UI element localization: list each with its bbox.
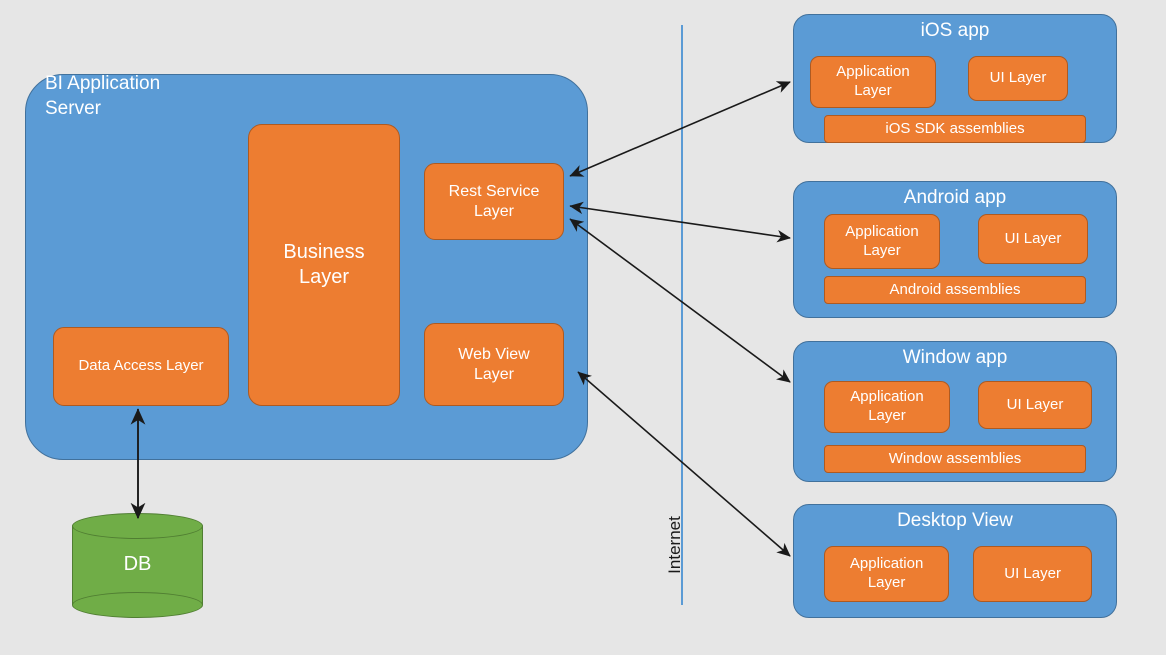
desktop-application-layer[interactable]: Application Layer bbox=[824, 546, 950, 602]
ios-app-title: iOS app bbox=[920, 20, 990, 41]
rest-service-layer-box[interactable]: Rest Service Layer bbox=[424, 163, 564, 240]
ios-ui-layer[interactable]: UI Layer bbox=[968, 56, 1068, 101]
desktop-view-title: Desktop View bbox=[897, 510, 1013, 531]
web-view-layer-box[interactable]: Web View Layer bbox=[424, 323, 564, 406]
android-app-title: Android app bbox=[903, 187, 1007, 208]
database-cylinder-bottom-ellipse bbox=[72, 592, 203, 618]
data-access-layer-box[interactable]: Data Access Layer bbox=[53, 327, 229, 406]
ios-application-layer[interactable]: Application Layer bbox=[810, 56, 936, 108]
ios-app-layer-row: Application Layer UI Layer bbox=[810, 56, 1092, 108]
window-assemblies[interactable]: Window assemblies bbox=[824, 445, 1086, 473]
arrow-rest-service-to-android bbox=[569, 201, 791, 243]
android-assemblies[interactable]: Android assemblies bbox=[824, 276, 1086, 304]
bi-application-server-title: BI Application Server bbox=[45, 73, 161, 119]
desktop-view-layer-row: Application Layer UI Layer bbox=[824, 546, 1092, 602]
window-app-layer-row: Application Layer UI Layer bbox=[824, 381, 1092, 433]
android-app-layer-row: Application Layer UI Layer bbox=[824, 214, 1092, 269]
arrow-rest-service-to-ios bbox=[569, 81, 791, 177]
window-app-title: Window app bbox=[902, 347, 1008, 368]
database-cylinder-top-ellipse bbox=[72, 513, 203, 539]
ios-app-panel[interactable]: iOS app Application Layer UI Layer iOS S… bbox=[793, 14, 1117, 143]
android-app-panel[interactable]: Android app Application Layer UI Layer A… bbox=[793, 181, 1117, 318]
arrow-rest-service-to-window bbox=[569, 218, 791, 383]
ios-sdk-assemblies[interactable]: iOS SDK assemblies bbox=[824, 115, 1086, 143]
desktop-ui-layer[interactable]: UI Layer bbox=[973, 546, 1092, 602]
desktop-view-panel[interactable]: Desktop View Application Layer UI Layer bbox=[793, 504, 1117, 618]
internet-label: Internet bbox=[665, 516, 684, 574]
window-ui-layer[interactable]: UI Layer bbox=[978, 381, 1092, 429]
android-ui-layer[interactable]: UI Layer bbox=[978, 214, 1088, 264]
window-application-layer[interactable]: Application Layer bbox=[824, 381, 950, 433]
business-layer-box[interactable]: Business Layer bbox=[248, 124, 400, 406]
database-cylinder[interactable]: DB bbox=[72, 513, 203, 618]
android-application-layer[interactable]: Application Layer bbox=[824, 214, 940, 269]
database-label: DB bbox=[123, 553, 152, 575]
window-app-panel[interactable]: Window app Application Layer UI Layer Wi… bbox=[793, 341, 1117, 482]
